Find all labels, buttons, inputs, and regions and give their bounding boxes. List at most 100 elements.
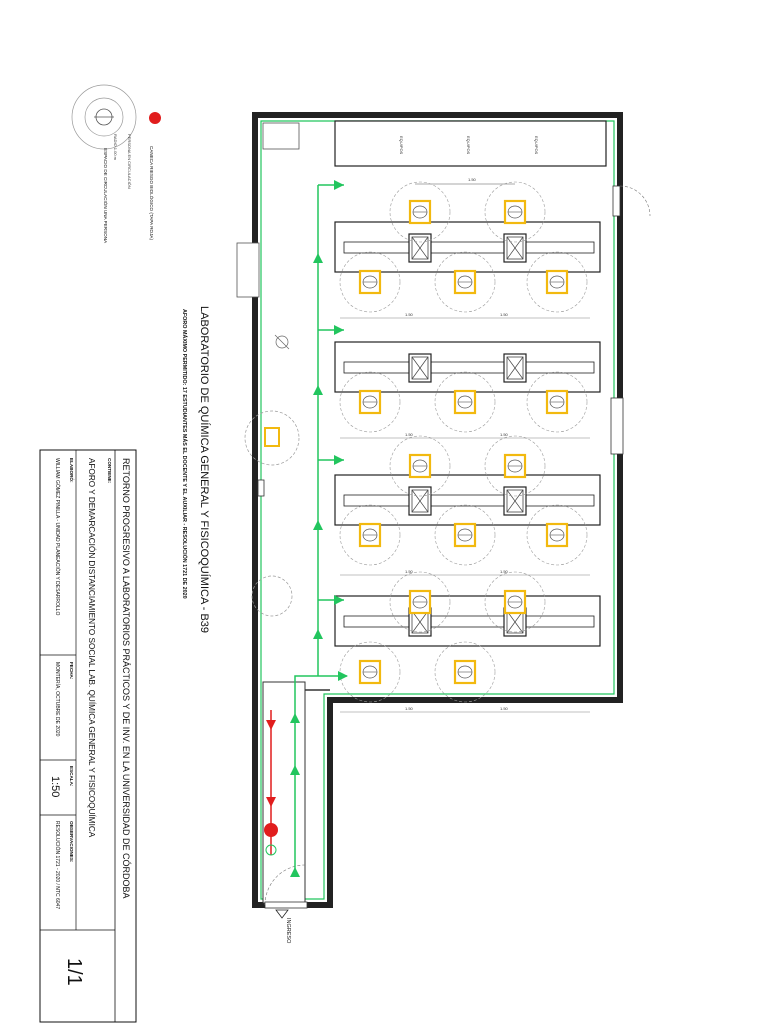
route-arrow-icon (334, 180, 344, 190)
route-arrow-icon (334, 325, 344, 335)
dimension-label: 1.50 (500, 569, 509, 574)
dimension-label: 1.50 (500, 432, 509, 437)
bench-shelf (343, 361, 595, 374)
workstation (389, 571, 451, 633)
titleblock-escala-label: ESCALA: (69, 766, 74, 787)
titleblock-elaboro-label: ELABORÓ: (69, 458, 76, 483)
route-arrow-icon (313, 385, 323, 395)
workstation (389, 181, 451, 243)
route-arrow-icon (313, 253, 323, 263)
bench-shelf (343, 494, 595, 507)
titleblock-observaciones-label: OBSERVACIONES: (69, 821, 74, 863)
sink-icon (408, 353, 432, 383)
workstation (339, 371, 401, 433)
entrance-arrow-icon (275, 909, 289, 919)
entrance-door (264, 864, 308, 909)
legend-biohazard-label: CANECA RIESGO BIOLÓGICO (TAPA ROJA) (149, 146, 155, 240)
sink-icon (408, 233, 432, 263)
circulation-inner-circle (84, 97, 124, 137)
route-arrow-icon (290, 867, 300, 877)
workstation (526, 371, 588, 433)
titleblock-sheet: 1/1 (63, 958, 85, 986)
exit-arrow-icon (266, 797, 276, 807)
dimension-label: 1.50 (405, 312, 414, 317)
lab-benches (334, 221, 601, 647)
distancing-circle (434, 251, 496, 313)
teacher-circle (244, 410, 300, 466)
bench-shelf (343, 241, 595, 254)
sink-icon (408, 486, 432, 516)
sink-icon (503, 486, 527, 516)
legend-person-label: PERSONA EN CIRCULACIÓN (127, 134, 132, 189)
workstation (339, 641, 401, 703)
workstation (434, 251, 496, 313)
assistant-circle (251, 575, 293, 617)
distancing-circle (526, 251, 588, 313)
workstation (339, 504, 401, 566)
workstation (484, 181, 546, 243)
distancing-circle (339, 251, 401, 313)
bench-shelf (343, 615, 595, 628)
workstation (526, 251, 588, 313)
sink-icon (503, 233, 527, 263)
titleblock-fecha-value: MONTERÍA, OCTUBRE DE 2020 (54, 662, 61, 737)
hand-sanitizer-icon (265, 844, 277, 856)
top-left-cabinet (262, 122, 300, 150)
distancing-circle (484, 181, 546, 243)
distancing-circle (389, 435, 451, 497)
titleblock-fecha-label: FECHA: (69, 662, 74, 680)
exit-arrow-icon (266, 720, 276, 730)
left-cabinet (236, 242, 260, 298)
titleblock-escala-value: 1:50 (49, 776, 61, 797)
route-arrow-icon (290, 765, 300, 775)
route-arrow-icon (290, 713, 300, 723)
distancing-circle (526, 504, 588, 566)
dimensions: 1.50 1.50 1.50 1.50 1.50 1.50 1.50 1.50 (340, 312, 590, 713)
route-arrow-icon (313, 629, 323, 639)
plan-title: LABORATORIO DE QUÍMICA GENERAL Y FISICOQ… (198, 306, 211, 633)
top-dimension: 1.50 (468, 177, 477, 182)
equipment-counter: EQUIPOS EQUIPOS EQUIPOS (334, 120, 607, 167)
sink-icon (503, 353, 527, 383)
distancing-circle (434, 641, 496, 703)
emergency-shower-icon (275, 335, 289, 349)
dimension-label: 1.50 (405, 432, 414, 437)
plan-subtitle: AFORO MÁXIMO PERMITIDO: 17 ESTUDIANTES M… (181, 309, 189, 599)
distancing-circle (484, 571, 546, 633)
titleblock-elaboro-value: WILLIAM GÓMEZ PINILLA - UNIDAD PLANEACIÓ… (54, 458, 61, 615)
distancing-circle (339, 371, 401, 433)
equipment-label-1: EQUIPOS (399, 136, 404, 155)
workstation (484, 435, 546, 497)
dimension-label: 1.50 (500, 312, 509, 317)
workstation (339, 251, 401, 313)
door-top-right (612, 185, 651, 217)
distancing-circle (389, 571, 451, 633)
distancing-circle (526, 371, 588, 433)
workstations (339, 181, 588, 703)
dimension-label: 1.50 (500, 706, 509, 711)
workstation (389, 435, 451, 497)
route-arrow-icon (313, 520, 323, 530)
legend-radius-label: RADIO 1.00 m (113, 134, 118, 161)
workstation (484, 571, 546, 633)
route-arrow-icon (334, 595, 344, 605)
biohazard-bin-icon (149, 112, 161, 124)
title-block: RETORNO PROGRESIVO A LABORATORIOS PRÁCTI… (39, 449, 137, 1023)
distancing-circle (484, 435, 546, 497)
route-arrow-icon (338, 671, 348, 681)
distancing-circle (389, 181, 451, 243)
distancing-circle (434, 504, 496, 566)
workstation (434, 504, 496, 566)
distancing-circle (339, 641, 401, 703)
legend: CANECA RIESGO BIOLÓGICO (TAPA ROJA) ESPA… (71, 84, 161, 244)
teacher-station (264, 427, 280, 447)
dimension-label: 1.50 (405, 569, 414, 574)
workstation (434, 371, 496, 433)
green-arrows (290, 180, 348, 877)
titleblock-contains-label: CONTIENE: (107, 458, 112, 484)
titleblock-observaciones-value: RESOLUCIÓN 1721 - 2020 / NTC 6047 (54, 821, 61, 909)
biohazard-bin (264, 823, 278, 837)
dimension-label: 1.50 (405, 706, 414, 711)
titleblock-contains-value: AFORO Y DEMARCACIÓN DISTANCIAMIENTO SOCI… (87, 458, 97, 838)
